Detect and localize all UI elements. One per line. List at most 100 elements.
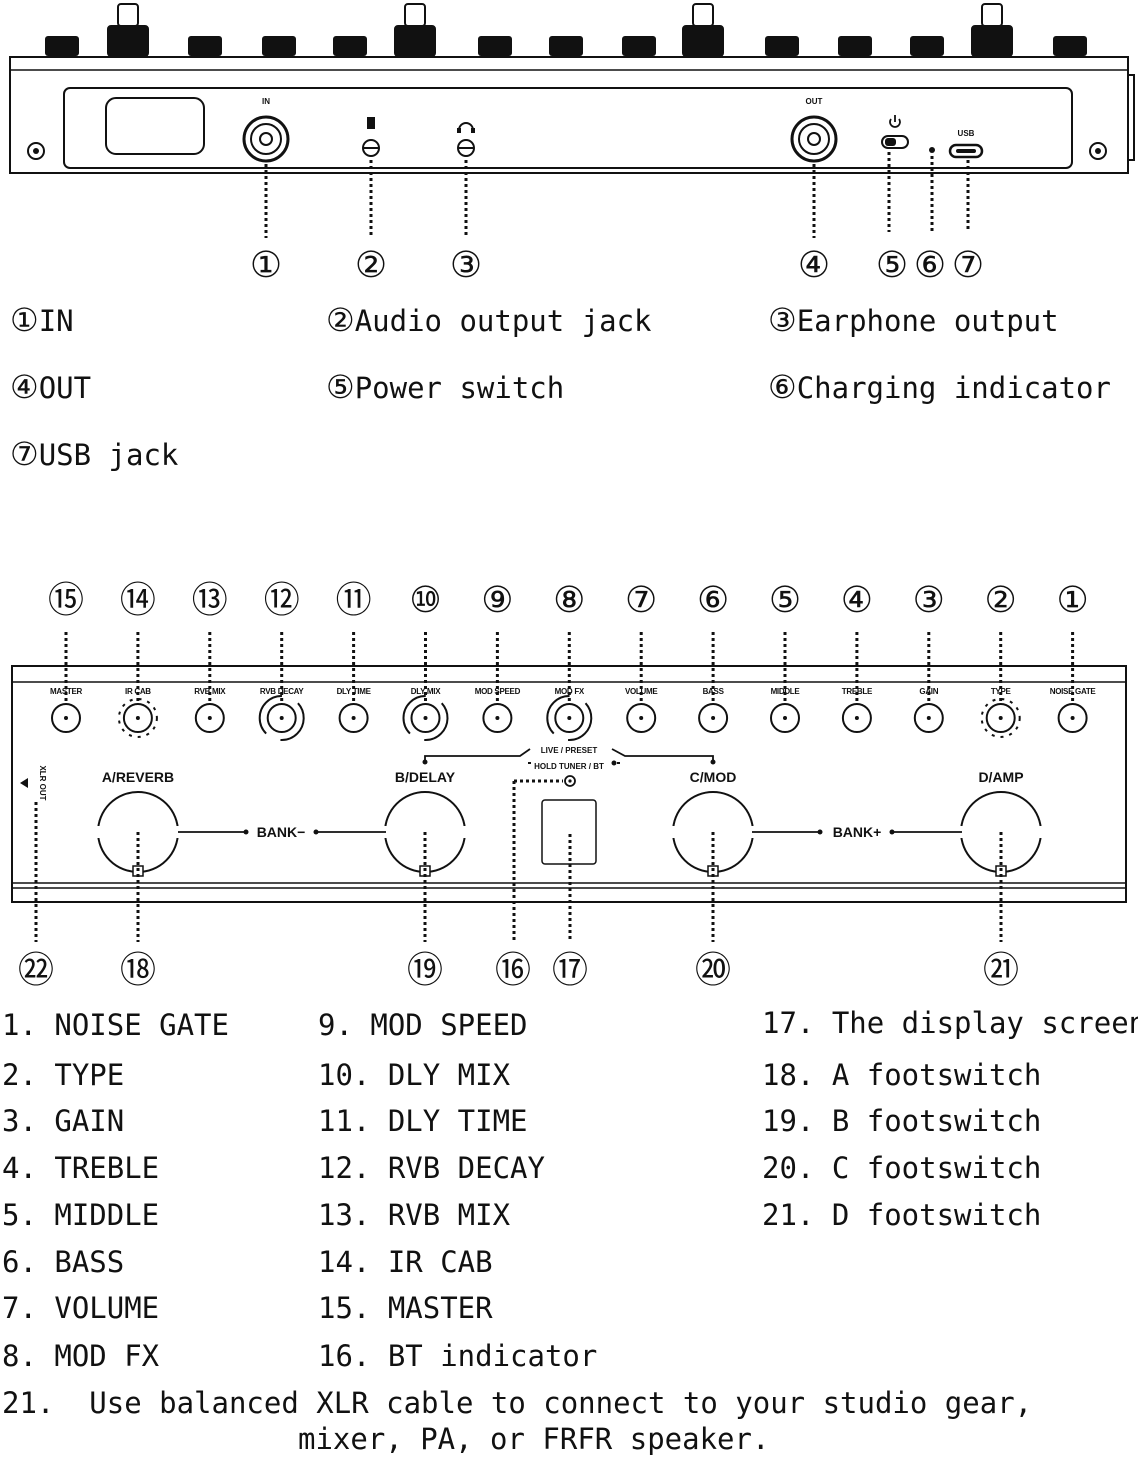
knob-mod-fx[interactable]: ⑧ MOD FX bbox=[538, 579, 600, 749]
rear-callout-4: ④ bbox=[798, 244, 830, 285]
knob-cap-icon bbox=[262, 36, 296, 56]
footswitch-label: C/MOD bbox=[690, 769, 737, 785]
knob-callout-number: ⑬ bbox=[192, 579, 228, 620]
audio-output-jack-icon bbox=[362, 117, 380, 157]
knob-label: MOD FX bbox=[555, 687, 585, 696]
knob-label: DLY TIME bbox=[337, 687, 372, 696]
knob-callout-number: ④ bbox=[841, 579, 873, 620]
knob-label: IR CAB bbox=[125, 687, 151, 696]
legend-item: 2. TYPE bbox=[2, 1058, 125, 1092]
knob-type[interactable]: ② TYPE bbox=[980, 579, 1021, 738]
knob-callout-number: ⑤ bbox=[769, 579, 801, 620]
callout-18: ⑱ bbox=[120, 949, 156, 990]
knob-label: DLY MIX bbox=[411, 687, 441, 696]
footnote-line: mixer, PA, or FRFR speaker. bbox=[298, 1422, 770, 1456]
bank-minus-label: BANK− bbox=[257, 824, 306, 840]
legend-item: 7. VOLUME bbox=[2, 1291, 160, 1325]
legend-item: 6. BASS bbox=[2, 1245, 125, 1279]
legend-item: 10. DLY MIX bbox=[318, 1058, 511, 1092]
rear-callout-2: ② bbox=[355, 244, 387, 285]
callout-17: ⑰ bbox=[552, 949, 588, 990]
knob-volume[interactable]: ⑦ VOLUME bbox=[625, 579, 659, 733]
rear-callout-1: ① bbox=[250, 244, 282, 285]
in-jack-icon bbox=[242, 115, 290, 163]
knob-callout-number: ⑧ bbox=[553, 579, 585, 620]
knob-label: GAIN bbox=[919, 687, 938, 696]
bank-plus-label: BANK+ bbox=[833, 824, 882, 840]
rear-legend-item: ⑤Power switch bbox=[326, 368, 565, 406]
knob-callout-number: ② bbox=[985, 579, 1017, 620]
knob-callout-number: ⑦ bbox=[625, 579, 657, 620]
knob-label: RVB MIX bbox=[194, 687, 226, 696]
rear-panel-diagram: IN OUT USB bbox=[9, 3, 1135, 285]
rear-legend-item: ④OUT bbox=[10, 368, 92, 406]
callout-16: ⑯ bbox=[495, 949, 531, 990]
legend-item: 14. IR CAB bbox=[318, 1245, 493, 1279]
legend-item: 17. The display screen bbox=[762, 1006, 1138, 1040]
knob-label: TREBLE bbox=[842, 687, 873, 696]
legend-item: 9. MOD SPEED bbox=[318, 1008, 528, 1042]
knob-label: MIDDLE bbox=[771, 687, 801, 696]
rear-legend-item: ⑦USB jack bbox=[10, 435, 179, 473]
footswitch-b[interactable]: B/DELAY bbox=[381, 769, 469, 942]
knob-label: MASTER bbox=[50, 687, 83, 696]
rear-footswitch-stems bbox=[107, 3, 1013, 57]
knob-callout-number: ⑪ bbox=[336, 579, 372, 620]
knob-callout-number: ③ bbox=[913, 579, 945, 620]
legend-item: 11. DLY TIME bbox=[318, 1104, 528, 1138]
out-jack-icon bbox=[790, 115, 838, 163]
callout-21: ㉑ bbox=[983, 949, 1019, 990]
rear-window bbox=[105, 97, 205, 155]
footswitch-label: A/REVERB bbox=[102, 769, 174, 785]
knob-callout-number: ⑫ bbox=[264, 579, 300, 620]
knob-rvb-decay[interactable]: ⑫ RVB DECAY bbox=[251, 579, 313, 749]
power-switch-icon bbox=[881, 115, 909, 149]
knob-cap-icon bbox=[622, 36, 656, 56]
knob-callout-number: ① bbox=[1056, 579, 1088, 620]
knob-label: VOLUME bbox=[625, 687, 658, 696]
knob-dly-time[interactable]: ⑪ DLY TIME bbox=[336, 579, 372, 733]
knob-cap-icon bbox=[838, 36, 872, 56]
knob-mod-speed[interactable]: ⑨ MOD SPEED bbox=[475, 579, 521, 733]
usb-jack-icon bbox=[948, 143, 984, 159]
knob-cap-icon bbox=[910, 36, 944, 56]
knob-cap-icon bbox=[549, 36, 583, 56]
rear-legend-item: ⑥Charging indicator bbox=[768, 368, 1111, 406]
knob-callout-number: ⑩ bbox=[409, 579, 441, 620]
knob-label: RVB DECAY bbox=[260, 687, 305, 696]
knob-callout-number: ⑥ bbox=[697, 579, 729, 620]
knob-gain[interactable]: ③ GAIN bbox=[913, 579, 945, 733]
bt-indicator-icon bbox=[564, 775, 576, 787]
knob-middle[interactable]: ⑤ MIDDLE bbox=[769, 579, 801, 733]
knob-rvb-mix[interactable]: ⑬ RVB MIX bbox=[192, 579, 228, 733]
knob-label: MOD SPEED bbox=[475, 687, 521, 696]
xlr-out-label: XLR OUT bbox=[38, 765, 47, 800]
knob-label: TYPE bbox=[991, 687, 1012, 696]
knob-cap-icon bbox=[188, 36, 222, 56]
legend-item: 4. TREBLE bbox=[2, 1151, 160, 1185]
knob-callout-number: ⑨ bbox=[481, 579, 513, 620]
legend-item: 18. A footswitch bbox=[762, 1058, 1042, 1092]
callout-20: ⑳ bbox=[695, 949, 731, 990]
legend-item: 3. GAIN bbox=[2, 1104, 125, 1138]
usb-jack-label: USB bbox=[958, 129, 975, 138]
legend-item: 12. RVB DECAY bbox=[318, 1151, 545, 1185]
legend-item: 19. B footswitch bbox=[762, 1104, 1042, 1138]
knob-treble[interactable]: ④ TREBLE bbox=[841, 579, 873, 733]
live-preset-bracket bbox=[424, 748, 531, 760]
rear-callout-5: ⑤ bbox=[876, 244, 908, 285]
callout-19: ⑲ bbox=[407, 949, 443, 990]
footswitch-a[interactable]: A/REVERB bbox=[94, 769, 182, 942]
xlr-out-arrow-icon bbox=[20, 778, 28, 788]
live-preset-label: LIVE / PRESET bbox=[541, 746, 598, 755]
rear-legend-item: ②Audio output jack bbox=[326, 301, 652, 339]
rear-inner-panel bbox=[63, 87, 1073, 169]
knob-cap-icon bbox=[45, 36, 79, 56]
earphone-jack-icon bbox=[457, 122, 475, 157]
knob-dly-mix[interactable]: ⑩ DLY MIX bbox=[394, 579, 456, 749]
